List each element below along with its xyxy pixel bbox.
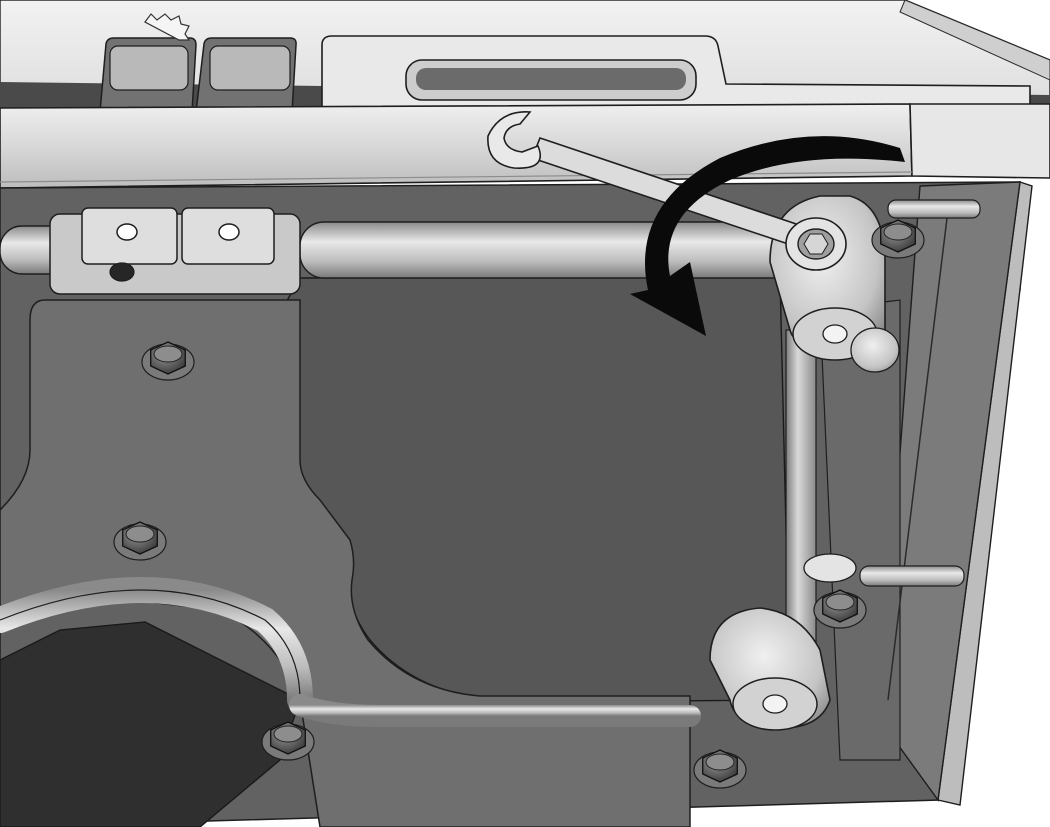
side-rods	[859, 199, 981, 587]
hex-bolt-icon	[261, 721, 315, 761]
lower-pivot-hub	[709, 553, 857, 731]
gear-symbol-icon	[144, 13, 191, 41]
front-rail	[0, 103, 1050, 189]
upper-pivot-hub	[769, 195, 900, 373]
bolt-group	[113, 219, 925, 789]
base-plate	[0, 181, 1021, 827]
hex-bolt-icon	[113, 521, 167, 561]
top-housing	[0, 0, 1050, 116]
hex-bolt-icon	[141, 341, 195, 381]
hex-bolt-icon	[813, 589, 867, 629]
clamp-block	[49, 207, 301, 295]
hex-bolt-icon	[871, 219, 925, 259]
hex-bolt-icon	[693, 749, 747, 789]
side-channel	[785, 181, 1033, 806]
curved-arrow-icon	[630, 136, 905, 336]
